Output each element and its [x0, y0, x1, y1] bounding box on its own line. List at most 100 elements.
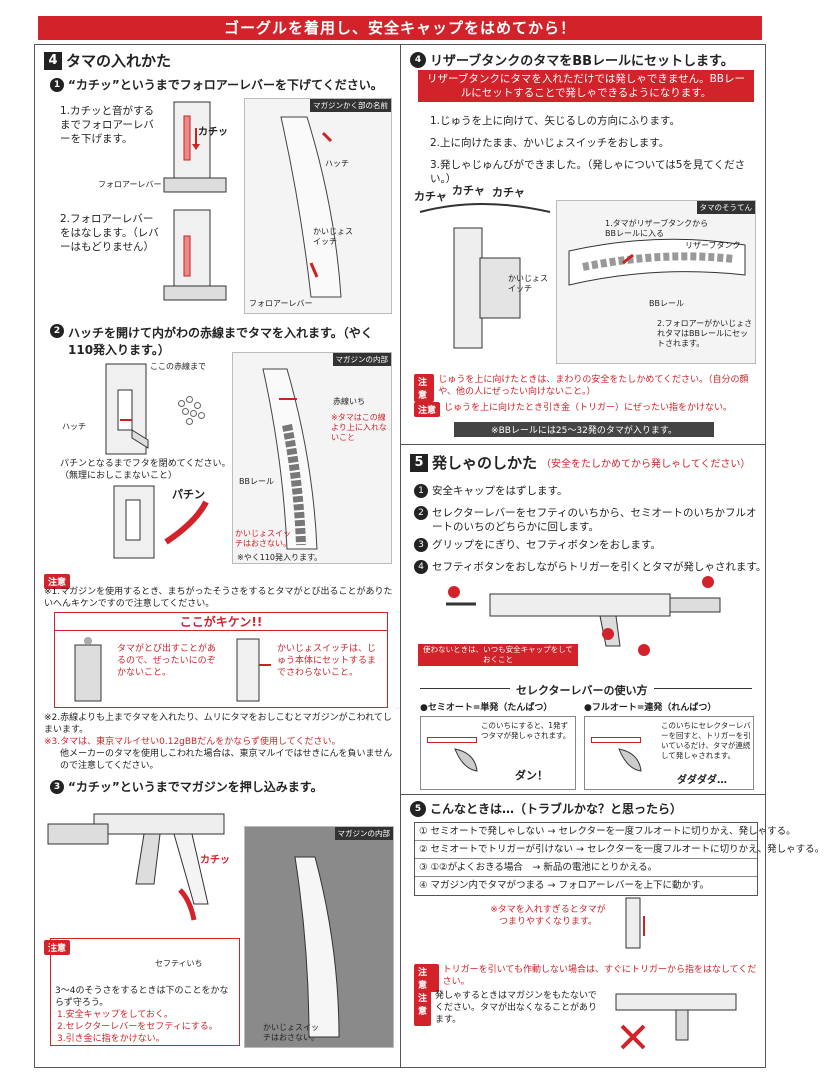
section-4r-title: 4 リザーブタンクのタマをBBレールにセットします。	[410, 50, 734, 69]
note-3b: 他メーカーのタマを使用しこわれた場合は、東京マルイではせきにんを負いませんので注…	[60, 749, 393, 771]
follower-lever-illustration	[163, 101, 227, 193]
step-text: セフティボタンをおしながらトリガーを引くとタマが発しゃされます。	[432, 561, 767, 573]
caution-text: トリガーを引いても作動しない場合は、すぐにトリガーから指をはなしてください。	[442, 965, 757, 987]
no-magazine-grip-illustration	[615, 993, 737, 1050]
section-5-title: 5 発しゃのしかた （安全をたしかめてから発しゃしてください）	[410, 452, 750, 473]
caution-text: じゅうを上に向けたときは、まわりの安全をたしかめてください。（自分の顔や、他の人…	[438, 375, 749, 397]
follower-label: フォロアーレバー	[98, 180, 162, 189]
step-text: グリップをにぎり、セフティボタンをおします。	[432, 539, 661, 551]
no-press-switch-label-2: かいじょスイッチはおさない。	[263, 1023, 319, 1042]
table-row: ③ ①②がよくおきる場合 → 新品の電池にとりかえる。	[415, 859, 757, 877]
magazine-inside-outline	[262, 368, 318, 550]
section-heading: 発しゃのしかた	[432, 454, 538, 472]
step-text: 安全キャップをはずします。	[432, 485, 568, 497]
rules-intro: 3〜4のそうさをするときは下のことをかならず守ろう。	[55, 986, 229, 1008]
bb-rail-label-r: BBレール	[649, 299, 684, 308]
caution-badge: 注意	[44, 570, 71, 589]
step-text: セレクターレバーをセフティのいちから、セミオートのいちかフルオートのいちのどちら…	[432, 507, 757, 533]
kacha-1: カチャ	[414, 190, 447, 203]
section-number: 4	[44, 51, 62, 70]
section-divider-2	[400, 794, 766, 795]
follower-label-2: フォロアーレバー	[249, 299, 313, 308]
follower-release-illustration	[163, 209, 227, 301]
caution-label: 注意	[414, 374, 435, 402]
step-text: “カチッ”というまでマガジンを押し込みます。	[68, 780, 323, 794]
red-line-label: ここの赤線まで	[150, 362, 206, 371]
step-text: “カチッ”というまでフォロアーレバーを下げてください。	[68, 78, 383, 92]
note-1: ※1.マガジンを使用するとき、まちがったそうさをするとタマがとび出ることがありた…	[44, 587, 393, 609]
kachi-label-2: カチッ	[200, 855, 230, 866]
danger-text-a: タマがとび出すことがあるので、ぜったいにのぞかないこと。	[117, 644, 217, 678]
danger-title: ここがキケン!!	[55, 613, 387, 631]
semi-auto-desc: このいちにすると、1発ずつタマが発しゃされます。	[481, 721, 571, 740]
hatch-label-2: ハッチ	[62, 422, 86, 431]
keep-cap-note: 使わないときは、いつも安全キャップをしておくこと	[418, 644, 578, 666]
step1-a-text: 1.カチッと音がするまでフォロアーレバーを下げます。	[60, 105, 155, 145]
section-troubleshoot-title: 5 こんなときは…（トラブルかな？と思ったら）	[410, 800, 682, 817]
tank-label-2: 2.フォロアーがかいじょされタマはBBレールにセットされます。	[657, 319, 753, 348]
round-count-note: ※やく110発入ります。	[237, 553, 323, 562]
reserve-tank-diagram	[568, 238, 746, 286]
step1-b-text: 2.フォロアーレバーをはなします。（レバーはもどりません）	[60, 213, 159, 253]
section-divider	[400, 444, 766, 445]
step-3: 3 “カチッ”というまでマガジンを押し込みます。	[50, 778, 323, 795]
step-2: 2 ハッチを開けて内がわの赤線までタマを入れます。（やく110発入ります。）	[50, 324, 390, 358]
hatch-label: ハッチ	[325, 159, 349, 168]
rule-1: 1.安全キャップをしておく。	[57, 1010, 174, 1020]
panel-tag: マガジンかく部の名前	[310, 99, 391, 112]
step-text: ハッチを開けて内がわの赤線までタマを入れます。（やく110発入ります。）	[68, 326, 373, 357]
dan-sound: ダン！	[515, 769, 548, 782]
over-fill-note: ※タマはこの線より上に入れないこと	[331, 413, 387, 442]
hatch-close-illustration	[113, 485, 209, 559]
caution-row-4: 注意 発しゃするときはマガジンをもたないでください。タマが出なくなることがありま…	[414, 990, 598, 1026]
caution-label: 注意	[414, 964, 439, 992]
rule-3: 3.引き金に指をかけない。	[57, 1034, 165, 1044]
panel-tag: タマのそうてん	[696, 201, 755, 214]
semi-selector-icon	[454, 748, 478, 772]
danger-text-b: かいじょスイッチは、じゅう本体にセットするまでさわらないこと。	[277, 644, 377, 678]
section-heading: タマの入れかた	[66, 52, 172, 70]
caution-row-1: 注意 じゅうを上に向けたときは、まわりの安全をたしかめてください。（自分の顔や、…	[414, 374, 758, 402]
section-heading: リザーブタンクのタマをBBレールにセットします。	[430, 54, 734, 69]
full-selector-icon	[618, 748, 642, 772]
selector-title: セレクターレバーの使い方	[510, 682, 654, 698]
jam-note: ※タマを入れすぎるとタマがつまりやすくなります。	[490, 905, 606, 927]
close-hatch-text: パチンとなるまでフタを閉めてください。（無理におしこまないこと）	[60, 459, 231, 481]
tank-label-1: 1.タマがリザーブタンクからBBレールに入る	[605, 219, 709, 238]
section-heading: こんなときは…（トラブルかな？と思ったら）	[430, 802, 683, 816]
table-row: ④ マガジン内でタマがつまる → フォロアーレバーを上下に動かす。	[419, 880, 710, 891]
peek-warning-illustration	[74, 637, 102, 702]
table-row: ① セミオートで発しゃしない → セレクターを一度フルオートに切りかえ、発しゃす…	[415, 823, 796, 841]
table-row: ② セミオートでトリガーが引けない → セレクターを一度フルオートに切りかえ、発…	[415, 841, 824, 859]
insert-magazine-illustration	[47, 813, 225, 921]
caution-text: じゅうを上に向けたとき引き金（トリガー）にぜったい指をかけない。	[444, 403, 733, 413]
magazine-inside-panel: マガジンの内部 赤線いち ※タマはこの線より上に入れないこと BBレール かいじ…	[232, 352, 392, 564]
magazine-jam-illustration	[625, 897, 645, 949]
full-auto-desc: このいちにセレクターレバーを回すと、トリガーを引いているだけ、タマが連続して発し…	[661, 721, 751, 760]
kacha-3: カチャ	[492, 186, 525, 199]
bb-rail-label: BBレール	[239, 477, 274, 486]
magazine-parts-panel: マガジンかく部の名前 ハッチ かいじょスイッチ フォロアーレバー	[244, 98, 392, 314]
caution-label: 注意	[44, 574, 71, 589]
red-line-position-label: 赤線いち	[333, 397, 365, 406]
section-4-title: 4 タマの入れかた	[44, 50, 171, 71]
safety-rules-box: セフティいち 3〜4のそうさをするときは下のことをかならず守ろう。 1.安全キャ…	[50, 938, 240, 1046]
caution-label: 注意	[414, 990, 432, 1026]
loading-panel: タマのそうてん 1.タマがリザーブタンクからBBレールに入る リザーブタンク B…	[556, 200, 756, 364]
semi-auto-box: このいちにすると、1発ずつタマが発しゃされます。 ダン！	[420, 716, 576, 790]
danger-box: ここがキケン!! タマがとび出すことがあるので、ぜったいにのぞかないこと。 かい…	[54, 612, 388, 708]
caution-label: 注意	[414, 402, 441, 417]
note-3a: ※3.タマは、東京マルイせい0.12gBBだんをかならず使用してください。	[44, 737, 341, 747]
bb-rail-capacity-note: ※BBレールには25〜32発のタマが入ります。	[454, 422, 714, 437]
release-switch-label: かいじょスイッチ	[313, 227, 353, 246]
reserve-step-3: 3.発しゃじゅんびができました。（発しゃについては5を見てください。）	[430, 159, 746, 185]
panel-tag: マガジンの内部	[334, 827, 393, 840]
section-number: 4	[410, 51, 426, 68]
magazine-shape	[294, 856, 340, 1038]
safety-position-label: セフティいち	[155, 959, 203, 968]
caution-row-3: 注意 トリガーを引いても作動しない場合は、すぐにトリガーから指をはなしてください…	[414, 964, 758, 992]
reserve-step-2: 2.上に向けたまま、かいじょスイッチをおします。	[430, 137, 670, 149]
kacha-2: カチャ	[452, 184, 485, 197]
